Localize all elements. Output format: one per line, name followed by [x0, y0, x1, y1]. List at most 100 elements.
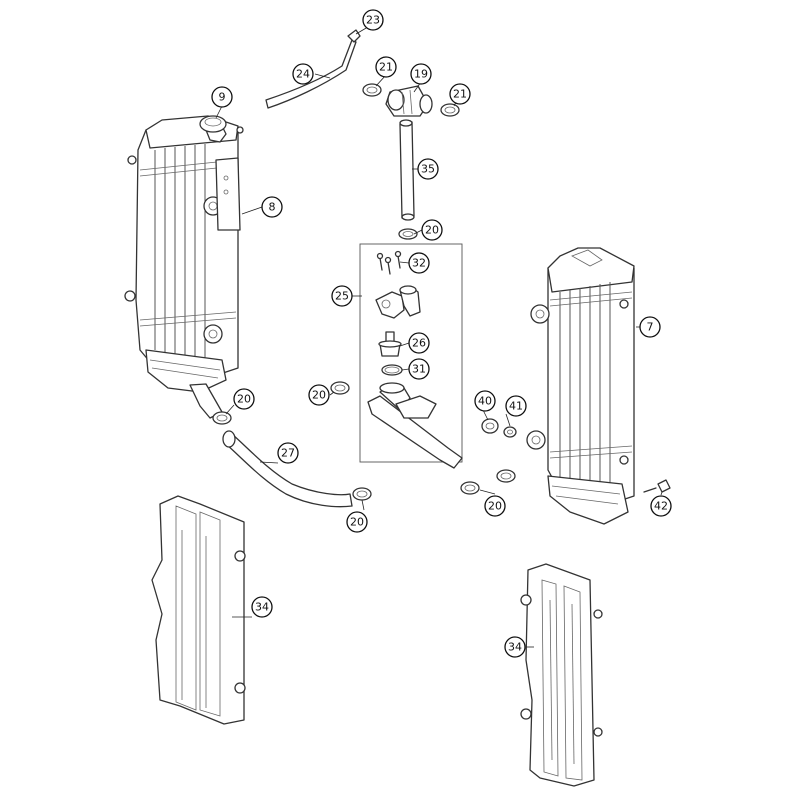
screws	[376, 250, 402, 275]
thermostat-elbow	[375, 285, 421, 319]
callout-label: 9	[219, 91, 226, 104]
callout-circle	[505, 395, 527, 417]
callout-8: 8	[261, 196, 283, 218]
hose-clamp-bottom	[352, 487, 372, 501]
callout-label: 26	[412, 337, 426, 350]
callout-23: 23	[362, 9, 384, 31]
callout-label: 20	[488, 500, 502, 513]
hose-clamp-lower-left	[212, 411, 232, 425]
callout-20-lower-left: 20	[233, 388, 255, 410]
bolt	[643, 479, 671, 493]
callout-41: 41	[505, 395, 527, 417]
callout-21-right: 21	[449, 83, 471, 105]
callout-19: 19	[410, 63, 432, 85]
callout-32: 32	[408, 252, 430, 274]
hose-clip-small	[347, 29, 361, 43]
callout-27: 27	[277, 442, 299, 464]
grommet	[481, 418, 499, 434]
callout-circle	[233, 388, 255, 410]
callout-label: 41	[509, 400, 523, 413]
callout-label: 32	[412, 257, 426, 270]
callout-label: 34	[508, 641, 522, 654]
callout-7: 7	[639, 316, 661, 338]
callout-26: 26	[408, 332, 430, 354]
o-ring	[381, 364, 403, 376]
callout-label: 31	[412, 363, 426, 376]
callout-circle	[474, 390, 496, 412]
callout-circle	[408, 358, 430, 380]
callout-circle	[211, 86, 233, 108]
right-radiator	[526, 247, 635, 525]
vent-hose	[265, 39, 357, 109]
callout-circle	[504, 636, 526, 658]
left-radiator	[124, 115, 241, 419]
thermostat-insert	[378, 331, 402, 357]
callout-9: 9	[211, 86, 233, 108]
hose-clamp-top	[398, 228, 418, 240]
callout-25: 25	[331, 285, 353, 307]
callout-24: 24	[292, 63, 314, 85]
callout-circle	[251, 596, 273, 618]
callout-label: 20	[312, 389, 326, 402]
callout-circle	[277, 442, 299, 464]
callout-circle	[417, 158, 439, 180]
callout-circle	[292, 63, 314, 85]
callout-circle	[408, 252, 430, 274]
callout-label: 23	[366, 14, 380, 27]
washer	[503, 426, 517, 438]
callout-label: 24	[296, 68, 310, 81]
callout-circle	[362, 9, 384, 31]
callout-label: 35	[421, 163, 435, 176]
callout-40: 40	[474, 390, 496, 412]
callout-34-right: 34	[504, 636, 526, 658]
callout-circle	[331, 285, 353, 307]
callout-circle	[421, 219, 443, 241]
callout-label: 20	[425, 224, 439, 237]
callout-20-lower-right: 20	[484, 495, 506, 517]
callout-circle	[408, 332, 430, 354]
callout-20-bottom: 20	[346, 511, 368, 533]
callout-label: 21	[379, 61, 393, 74]
callout-circle	[346, 511, 368, 533]
callout-35: 35	[417, 158, 439, 180]
radiator-cap	[199, 115, 244, 134]
thermostat-group-frame	[359, 243, 463, 463]
right-radiator-shroud	[520, 563, 603, 787]
callout-20-top: 20	[421, 219, 443, 241]
callout-circle	[261, 196, 283, 218]
callout-label: 8	[269, 201, 276, 214]
callout-label: 21	[453, 88, 467, 101]
callout-circle	[639, 316, 661, 338]
callout-label: 19	[414, 68, 428, 81]
callout-label: 20	[237, 393, 251, 406]
callout-label: 42	[654, 500, 668, 513]
callout-31: 31	[408, 358, 430, 380]
callout-42: 42	[650, 495, 672, 517]
callout-21-left: 21	[375, 56, 397, 78]
callout-20-mid-left: 20	[308, 384, 330, 406]
hose-clamp-right-bottom	[496, 469, 516, 483]
thermostat-housing	[385, 85, 433, 117]
callout-circle	[308, 384, 330, 406]
callout-label: 7	[647, 321, 654, 334]
callout-label: 34	[255, 601, 269, 614]
callout-label: 25	[335, 290, 349, 303]
hose-clamp-left	[362, 83, 382, 97]
callout-label: 27	[281, 447, 295, 460]
callout-label: 20	[350, 516, 364, 529]
callout-circle	[650, 495, 672, 517]
callout-circle	[375, 56, 397, 78]
left-radiator-shroud	[151, 495, 246, 725]
hose-clamp-mid-left	[330, 381, 350, 395]
hose-clamp-right	[440, 103, 460, 117]
hose-clamp-lower-right	[460, 481, 480, 495]
callout-34-left: 34	[251, 596, 273, 618]
callout-label: 40	[478, 395, 492, 408]
callout-circle	[449, 83, 471, 105]
callout-circle	[484, 495, 506, 517]
callout-circle	[410, 63, 432, 85]
lower-thermostat-housing	[367, 382, 463, 469]
leader-lines	[215, 23, 663, 648]
coolant-pipe	[399, 119, 415, 221]
